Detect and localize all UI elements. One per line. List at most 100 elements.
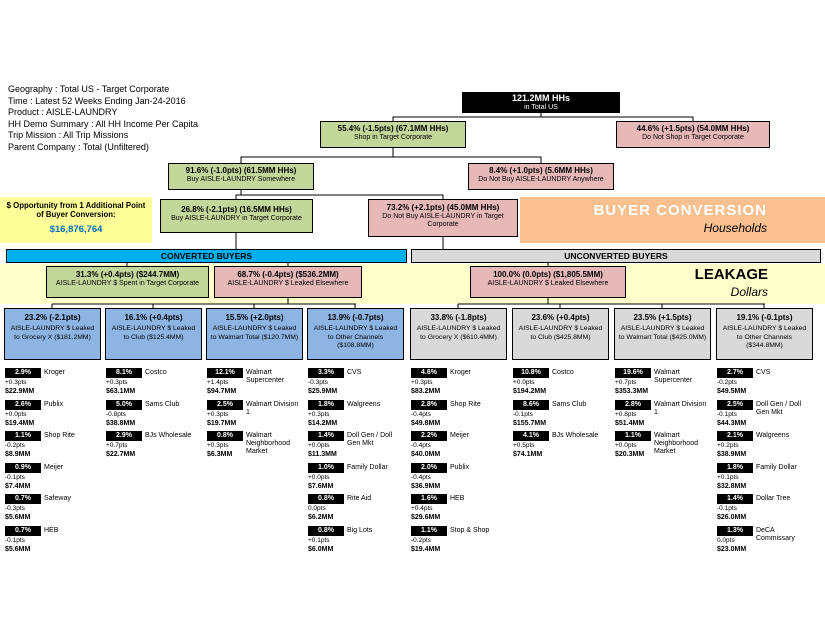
share-badge: 5.0% <box>106 399 142 410</box>
dollars-subtitle: Dollars <box>730 285 768 299</box>
channel-value: to Club ($125.4MM) <box>123 333 184 341</box>
channel-pct: 19.1% (-0.1pts) <box>736 313 793 322</box>
channel-pct: 33.8% (-1.8pts) <box>430 313 487 322</box>
tree-node-buy-somewhere: 91.6% (-1.0pts) (61.5MM HHs) Buy AISLE-L… <box>168 163 314 190</box>
pts-change: +0.7pts <box>106 442 128 449</box>
dollar-value: $22.7MM <box>106 451 136 458</box>
share-badge: 2.2% <box>411 431 447 441</box>
share-badge: 1.6% <box>411 494 447 504</box>
retailer-name: Walmart Division 1 <box>654 400 707 416</box>
leak-box-club-unconverted: 23.6% (+0.4pts) AISLE-LAUNDRY $ Leaked t… <box>512 308 609 360</box>
dollar-value: $40.0MM <box>411 451 441 458</box>
share-badge: 0.8% <box>308 525 344 536</box>
pts-change: -0.8pts <box>106 410 126 418</box>
share-badge: 2.5% <box>207 399 243 410</box>
node-value: 73.2% (+2.1pts) (45.0MM HHs) <box>386 203 500 212</box>
dollar-value: $7.6MM <box>308 482 334 490</box>
pts-change: +0.3pts <box>308 410 330 418</box>
share-badge: 1.4% <box>308 431 344 441</box>
channel-pct: 23.5% (+1.5pts) <box>633 313 692 322</box>
channel-pct: 16.1% (+0.4pts) <box>124 313 183 322</box>
dollar-value: $44.3MM <box>717 419 747 427</box>
tree-node-no-shop-target: 44.6% (+1.5pts) (54.0MM HHs) Do Not Shop… <box>616 121 770 148</box>
share-badge: 4.6% <box>411 368 447 378</box>
converted-buyers-bar: CONVERTED BUYERS <box>6 249 407 263</box>
meta-line: Geography : Total US - Target Corporate <box>8 84 170 94</box>
dollar-value: $38.8MM <box>106 419 136 427</box>
pts-change: +0.0pts <box>308 442 330 449</box>
retailer-name: Meijer <box>44 463 64 471</box>
spent-in-target-box: 31.3% (+0.4pts) ($244.7MM) AISLE-LAUNDRY… <box>46 266 209 298</box>
retailer-name: Shop Rite <box>44 432 75 439</box>
share-badge: 0.8% <box>207 431 243 441</box>
pts-change: -0.2pts <box>411 536 431 544</box>
channel-pct: 23.2% (-2.1pts) <box>24 313 81 322</box>
leak-box-walmart-unconverted: 23.5% (+1.5pts) AISLE-LAUNDRY $ Leaked t… <box>614 308 711 360</box>
dollar-value: $32.8MM <box>717 482 747 490</box>
retailer-name: Family Dollar <box>347 463 388 471</box>
opportunity-box: $ Opportunity from 1 Additional Point of… <box>0 197 152 243</box>
leaked-elsewhere-converted-box: 68.7% (-0.4pts) ($536.2MM) AISLE-LAUNDRY… <box>214 266 362 298</box>
retailer-name: Shop Rite <box>450 400 481 408</box>
pts-change: -0.1pts <box>5 473 25 481</box>
pts-change: +0.3pts <box>207 410 229 418</box>
dollar-value: $7.4MM <box>5 482 31 490</box>
pts-change: +0.1pts <box>717 473 739 481</box>
retailer-name: Walmart Supercenter <box>246 369 285 384</box>
node-label: Buy AISLE-LAUNDRY in Target Corporate <box>171 214 302 222</box>
leak-box-grocery-converted: 23.2% (-2.1pts) AISLE-LAUNDRY $ Leaked t… <box>4 308 101 360</box>
leakage-title: LEAKAGE <box>694 266 768 283</box>
pts-change: +0.3pts <box>411 379 433 386</box>
summary-label: AISLE-LAUNDRY $ Leaked Elsewhere <box>227 279 349 287</box>
dollar-value: $19.4MM <box>411 545 441 553</box>
pts-change: -0.1pts <box>717 410 737 418</box>
retailer-name: DeCA Commissary <box>756 526 795 542</box>
share-badge: 1.3% <box>717 525 753 536</box>
pts-change: +0.3pts <box>106 379 128 386</box>
summary-label: AISLE-LAUNDRY $ Leaked Elsewhere <box>487 279 609 287</box>
dollar-value: $5.6MM <box>5 514 31 521</box>
pts-change: +0.0pts <box>308 473 330 481</box>
pts-change: +0.8pts <box>615 410 637 418</box>
retailer-name: HEB <box>44 526 59 534</box>
channel-label: AISLE-LAUNDRY $ Leaked <box>518 325 603 332</box>
dollar-value: $19.7MM <box>207 419 237 427</box>
retailer-name: Stop & Shop <box>450 526 490 534</box>
dollar-value: $49.5MM <box>717 388 747 395</box>
share-badge: 2.9% <box>106 431 142 441</box>
dollar-value: $8.9MM <box>5 451 31 458</box>
dollar-value: $51.4MM <box>615 419 645 427</box>
share-badge: 0.7% <box>5 494 41 504</box>
channel-value: to Grocery X ($181.2MM) <box>14 333 91 341</box>
pts-change: +0.0pts <box>5 410 27 418</box>
meta-line: Trip Mission : All Trip Missions <box>8 130 129 141</box>
pts-change: -0.1pts <box>717 505 737 512</box>
leaked-elsewhere-unconverted-box: 100.0% (0.0pts) ($1,805.5MM) AISLE-LAUND… <box>470 266 626 298</box>
tree-node-buy-target: 26.8% (-2.1pts) (16.5MM HHs) Buy AISLE-L… <box>160 199 313 233</box>
node-label: Do Not Buy AISLE-LAUNDRY in Target Corpo… <box>382 212 504 229</box>
share-badge: 3.3% <box>308 368 344 378</box>
pts-change: -0.3pts <box>308 379 328 386</box>
channel-value: to Walmart Total ($120.7MM) <box>210 333 299 341</box>
share-badge: 8.6% <box>513 399 549 410</box>
leak-box-club-converted: 16.1% (+0.4pts) AISLE-LAUNDRY $ Leaked t… <box>105 308 202 360</box>
retailer-name: CVS <box>347 369 362 376</box>
channel-pct: 15.5% (+2.0pts) <box>225 313 284 322</box>
node-label: Shop in Target Corporate <box>353 133 433 141</box>
retailer-name: Dollar Tree <box>756 495 791 502</box>
channel-pct: 23.6% (+0.4pts) <box>531 313 590 322</box>
retailer-name: CVS <box>756 369 771 376</box>
